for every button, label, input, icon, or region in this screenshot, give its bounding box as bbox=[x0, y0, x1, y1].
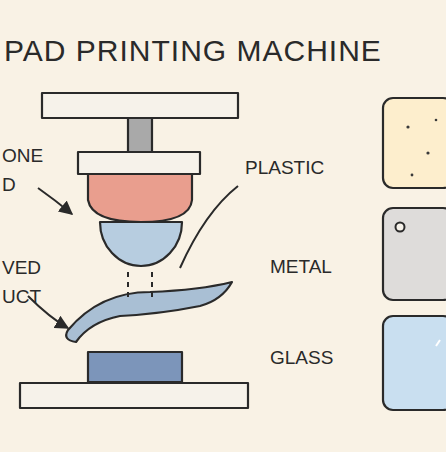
material-label: METAL bbox=[270, 257, 332, 278]
silicone-pad bbox=[88, 174, 192, 222]
title: PAD PRINTING MACHINE bbox=[4, 34, 382, 67]
metal-hole bbox=[396, 223, 405, 232]
pad-holder bbox=[78, 152, 200, 174]
press-lines bbox=[128, 272, 152, 302]
stem bbox=[128, 118, 152, 152]
part-label: ONE D bbox=[2, 141, 42, 200]
glass-shine bbox=[436, 340, 440, 346]
curved-product bbox=[66, 282, 232, 342]
plastic-dots bbox=[406, 119, 437, 177]
plastic-swatch bbox=[383, 98, 446, 188]
top-plate bbox=[42, 93, 238, 118]
leader-lines bbox=[28, 186, 238, 328]
glass-swatch bbox=[383, 316, 446, 410]
part-label: VED UCT bbox=[2, 254, 46, 311]
material-label: PLASTIC bbox=[245, 158, 324, 179]
metal-swatch bbox=[383, 208, 446, 300]
base-plate bbox=[20, 383, 248, 408]
product-holder bbox=[88, 352, 182, 382]
material-label: GLASS bbox=[270, 348, 333, 369]
pad-tip bbox=[100, 222, 182, 266]
